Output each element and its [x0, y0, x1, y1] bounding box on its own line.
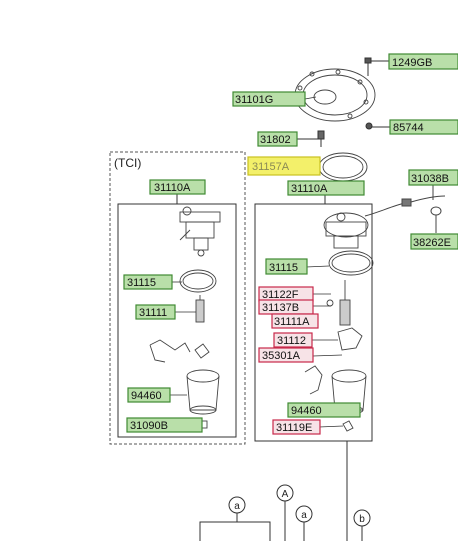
callout-94460-left: 94460	[127, 387, 171, 403]
callout-31111: 31111	[135, 304, 176, 320]
right-assembly-box	[254, 203, 373, 442]
svg-text:31111: 31111	[139, 307, 167, 319]
svg-text:a: a	[234, 501, 240, 512]
left-module-drawing	[149, 206, 221, 429]
tci-dashed-frame	[109, 151, 246, 445]
svg-text:31115: 31115	[127, 277, 156, 289]
cover-plate-drawing	[294, 68, 376, 122]
svg-text:31802: 31802	[260, 134, 291, 146]
callout-85744: 85744	[389, 119, 458, 135]
svg-text:35301A: 35301A	[262, 350, 301, 362]
callout-31157A: 31157A	[247, 156, 321, 176]
svg-text:31110A: 31110A	[154, 182, 191, 194]
callout-31115-left: 31115	[123, 274, 173, 290]
svg-text:31157A: 31157A	[252, 161, 290, 173]
svg-text:31111A: 31111A	[274, 316, 310, 328]
callout-31101G: 31101G	[232, 91, 306, 107]
callout-31111A: 31111A	[271, 313, 319, 329]
callout-94460-right: 94460	[287, 402, 361, 418]
callout-31115-right: 31115	[265, 258, 308, 275]
svg-text:31115: 31115	[269, 262, 298, 274]
svg-text:31122F: 31122F	[262, 289, 299, 301]
svg-text:b: b	[359, 514, 365, 525]
svg-text:85744: 85744	[393, 122, 424, 134]
tci-label: (TCI)	[114, 156, 141, 170]
circle-marker-A: A	[276, 484, 294, 502]
callout-31137B: 31137B	[258, 299, 314, 315]
circle-marker-b: b	[353, 509, 371, 527]
svg-text:94460: 94460	[131, 390, 162, 402]
circle-marker-a-1: a	[228, 496, 246, 514]
callout-31090B: 31090B	[126, 417, 203, 433]
callout-31110A-left: 31110A	[149, 179, 206, 195]
svg-text:31038B: 31038B	[411, 173, 449, 185]
lower-detail-drawing	[199, 441, 363, 541]
callout-38262E: 38262E	[410, 233, 458, 250]
callout-31122F: 31122F	[258, 286, 314, 302]
callout-31038B: 31038B	[408, 169, 458, 186]
callout-31119E: 31119E	[272, 419, 321, 435]
svg-text:94460: 94460	[291, 405, 322, 417]
callout-35301A: 35301A	[258, 347, 314, 363]
fuel-line-drawing	[364, 185, 446, 233]
callout-1249GB: 1249GB	[388, 53, 458, 70]
svg-text:31137B: 31137B	[262, 302, 299, 314]
svg-text:31110A: 31110A	[291, 183, 328, 195]
callout-31112: 31112	[273, 332, 313, 348]
callout-31110A-right: 31110A	[287, 180, 365, 196]
nut-drawing	[365, 122, 390, 130]
svg-text:1249GB: 1249GB	[392, 57, 432, 69]
svg-text:31090B: 31090B	[130, 420, 168, 432]
svg-text:31119E: 31119E	[276, 422, 312, 434]
svg-text:31112: 31112	[277, 335, 306, 347]
bolt-drawing	[364, 57, 390, 76]
svg-text:31101G: 31101G	[235, 94, 273, 106]
circle-marker-a-2: a	[295, 505, 313, 523]
svg-text:38262E: 38262E	[413, 237, 451, 249]
svg-text:A: A	[282, 489, 289, 500]
svg-text:a: a	[301, 510, 307, 521]
connector-drawing	[296, 130, 325, 147]
callout-31802: 31802	[257, 131, 298, 147]
